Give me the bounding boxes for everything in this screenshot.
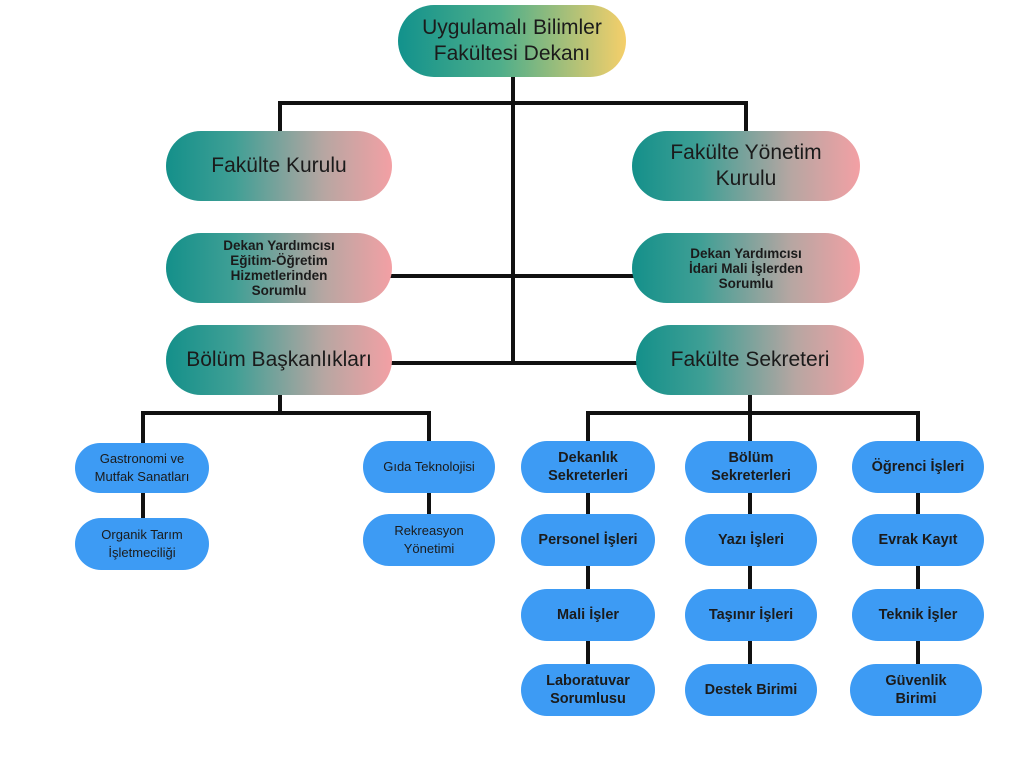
movable-assets-box: Taşınır İşleri bbox=[685, 589, 817, 641]
department-heads-box: Bölüm Başkanlıkları bbox=[166, 325, 392, 395]
department-secretaries-box: Bölüm Sekreterleri bbox=[685, 441, 817, 493]
financial-affairs-box: Mali İşler bbox=[521, 589, 655, 641]
department-organic-farming-box: Organik Tarım İşletmeciliği bbox=[75, 518, 209, 570]
personnel-affairs-box: Personel İşleri bbox=[521, 514, 655, 566]
department-food-technology-box: Gıda Teknolojisi bbox=[363, 441, 495, 493]
technical-affairs-box: Teknik İşler bbox=[852, 589, 984, 641]
dean-secretaries-box: Dekanlık Sekreterleri bbox=[521, 441, 655, 493]
support-unit-box: Destek Birimi bbox=[685, 664, 817, 716]
vice-dean-admin-box: Dekan Yardımcısı İdari Mali İşlerden Sor… bbox=[632, 233, 860, 303]
security-unit-box: Güvenlik Birimi bbox=[850, 664, 982, 716]
dean-box: Uygulamalı Bilimler Fakültesi Dekanı bbox=[398, 5, 626, 77]
faculty-council-box: Fakülte Kurulu bbox=[166, 131, 392, 201]
laboratory-responsible-box: Laboratuvar Sorumlusu bbox=[521, 664, 655, 716]
correspondence-box: Yazı İşleri bbox=[685, 514, 817, 566]
document-registry-box: Evrak Kayıt bbox=[852, 514, 984, 566]
student-affairs-box: Öğrenci İşleri bbox=[852, 441, 984, 493]
department-recreation-box: Rekreasyon Yönetimi bbox=[363, 514, 495, 566]
vice-dean-education-box: Dekan Yardımcısı Eğitim-Öğretim Hizmetle… bbox=[166, 233, 392, 303]
department-gastronomy-box: Gastronomi ve Mutfak Sanatları bbox=[75, 443, 209, 493]
faculty-secretary-box: Fakülte Sekreteri bbox=[636, 325, 864, 395]
faculty-board-box: Fakülte Yönetim Kurulu bbox=[632, 131, 860, 201]
